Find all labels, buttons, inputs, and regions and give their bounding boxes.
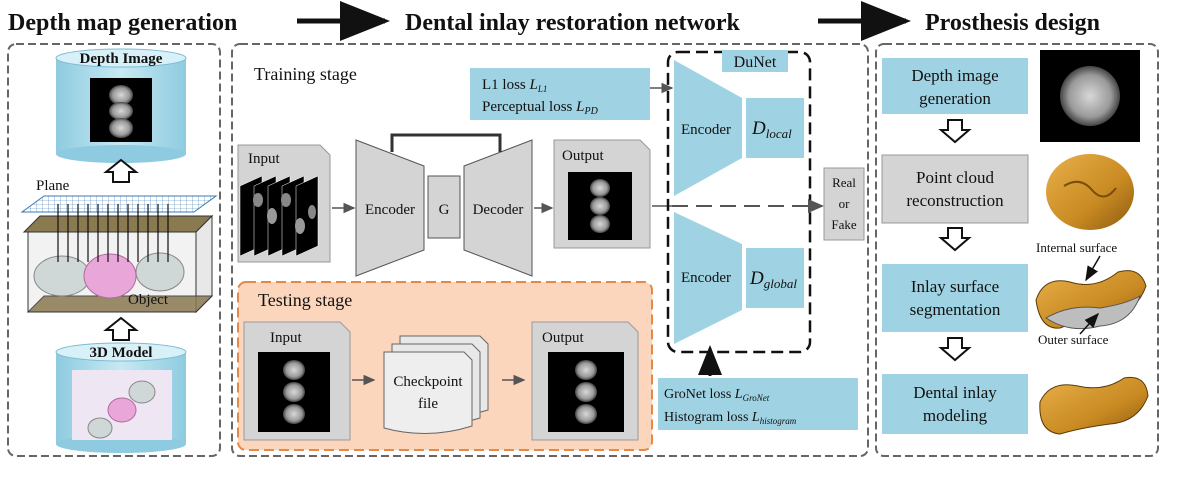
d-local-box xyxy=(746,98,804,158)
test-input-label: Input xyxy=(270,330,302,346)
step-depth-image-generation xyxy=(882,58,1028,114)
step-point-cloud-reconstruction xyxy=(881,154,1029,224)
internal-surface-label: Internal surface xyxy=(1036,240,1117,255)
internal-surface-pointer xyxy=(1085,255,1101,282)
dunet-label: DuNet xyxy=(734,54,777,71)
step2-line2: reconstruction xyxy=(906,191,1004,210)
loss-bottom-box xyxy=(658,378,858,430)
decoder-label: Decoder xyxy=(473,202,524,218)
step2-line1: Point cloud xyxy=(916,168,994,187)
d-global-label: Dglobal xyxy=(749,268,797,291)
model-label: 3D Model xyxy=(90,345,153,361)
hollow-arrow-up-bottom xyxy=(103,316,139,341)
disc-global-encoder xyxy=(674,212,742,344)
output-label: Output xyxy=(562,148,605,164)
step1-line2: generation xyxy=(919,89,991,108)
hollow-arrow-down-2 xyxy=(938,227,972,252)
header-stage3: Prosthesis design xyxy=(925,10,1100,36)
depth-image-cylinder xyxy=(55,48,187,163)
step-inlay-surface-segmentation xyxy=(882,264,1028,332)
generator-decoder xyxy=(463,139,533,277)
tooth-depth-preview xyxy=(1060,66,1120,126)
plane-label: Plane xyxy=(36,178,70,194)
real-fake-box xyxy=(823,167,865,241)
loss-top-box xyxy=(470,68,650,120)
prosthesis-panel xyxy=(875,43,1159,457)
depth-panel xyxy=(7,43,221,457)
generator-encoder xyxy=(355,139,425,277)
hollow-arrow-up-top xyxy=(103,158,139,183)
hollow-arrow-down-1 xyxy=(938,119,972,144)
generator-g-block xyxy=(427,175,461,239)
projection-lines xyxy=(57,204,169,262)
point-cloud-tooth xyxy=(1046,154,1134,230)
header-stage2: Dental inlay restoration network xyxy=(405,10,741,36)
real-fake-line1: Real xyxy=(832,175,856,190)
encoder-label: Encoder xyxy=(365,202,415,218)
inlay-model-shape xyxy=(1039,376,1149,435)
point-cloud-fissure xyxy=(1063,180,1117,198)
d-global-box xyxy=(746,248,804,308)
loss-top-line1: L1 loss LL1 xyxy=(482,77,547,94)
step3-line2: segmentation xyxy=(910,300,1001,319)
g-label: G xyxy=(439,202,450,218)
testing-stage-label: Testing stage xyxy=(258,290,352,310)
network-panel xyxy=(231,43,869,457)
skip-connection xyxy=(390,133,502,152)
training-stage-label: Training stage xyxy=(254,64,357,84)
step-dental-inlay-modeling xyxy=(882,374,1028,434)
disc-local-encoder xyxy=(674,60,742,196)
outer-surface-label: Outer surface xyxy=(1038,332,1109,347)
object-label: Object xyxy=(128,292,169,308)
test-output-label: Output xyxy=(542,330,585,346)
real-fake-line2: or xyxy=(839,196,851,211)
input-slices xyxy=(239,175,319,257)
step1-line1: Depth image xyxy=(911,66,998,85)
inlay-segmented-shape xyxy=(1035,270,1147,330)
disc-local-encoder-label: Encoder xyxy=(681,122,731,138)
checkpoint-label-line2: file xyxy=(418,396,438,412)
input-label: Input xyxy=(248,151,280,167)
depth-image-label: Depth Image xyxy=(80,51,163,67)
plane-grid xyxy=(20,195,218,213)
checkpoint-file xyxy=(383,335,489,434)
disc-global-encoder-label: Encoder xyxy=(681,270,731,286)
dunet-label-box xyxy=(722,50,788,72)
loss-bottom-line1: GroNet loss LGroNet xyxy=(664,387,770,403)
loss-top-line2: Perceptual loss LPD xyxy=(482,99,599,117)
d-local-label: Dlocal xyxy=(751,118,792,141)
checkpoint-label-line1: Checkpoint xyxy=(393,374,463,390)
model-cylinder xyxy=(55,342,187,453)
outer-surface-pointer xyxy=(1079,312,1100,335)
step4-line2: modeling xyxy=(923,406,988,425)
step4-line1: Dental inlay xyxy=(913,383,997,402)
real-fake-line3: Fake xyxy=(831,217,857,232)
header-stage1: Depth map generation xyxy=(8,10,237,36)
loss-bottom-line2: Histogram loss Lhistogram xyxy=(664,410,797,426)
hollow-arrow-down-3 xyxy=(938,337,972,362)
step3-line1: Inlay surface xyxy=(911,277,999,296)
